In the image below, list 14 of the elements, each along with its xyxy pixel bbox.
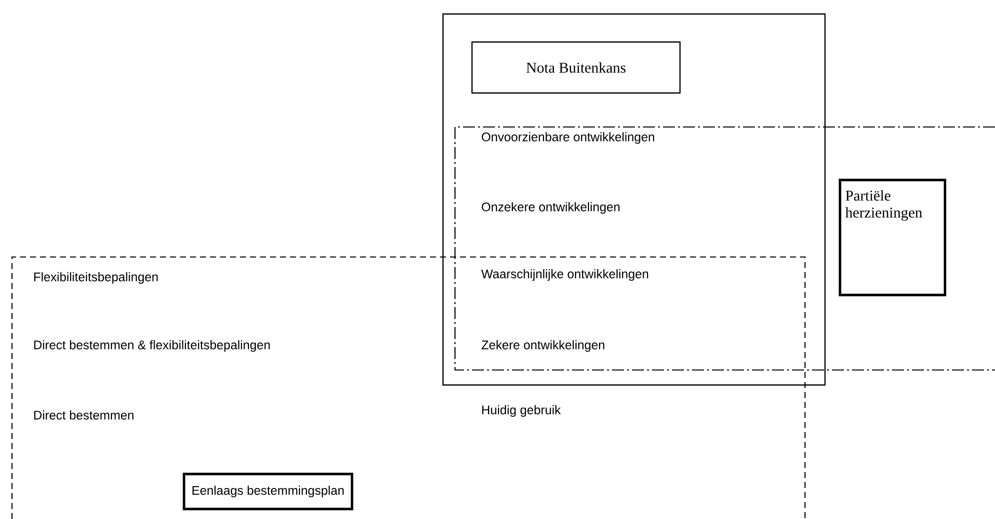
frame-box	[442, 13, 826, 386]
text-box: Partiële herzieningen	[838, 178, 946, 296]
region-label: Huidig gebruik	[482, 405, 561, 417]
region-label: Waarschijnlijke ontwikkelingen	[481, 269, 648, 281]
text-box: Eenlaags bestemmingsplan	[182, 472, 354, 510]
region-label: Zekere ontwikkelingen	[482, 340, 604, 352]
region-label: Direct bestemmen	[34, 410, 134, 420]
region-label: Onvoorzienbare ontwikkelingen	[482, 132, 654, 144]
region-label: Onzekere ontwikkelingen	[482, 202, 620, 214]
dash-dotted-region	[454, 126, 995, 371]
region-label: Flexibiliteitsbepalingen	[34, 272, 158, 284]
dashed-region	[11, 256, 806, 519]
region-label: Direct bestemmen & flexibiliteitsbepalingen	[34, 340, 270, 352]
title-box: Nota Buitenkans	[471, 41, 681, 94]
